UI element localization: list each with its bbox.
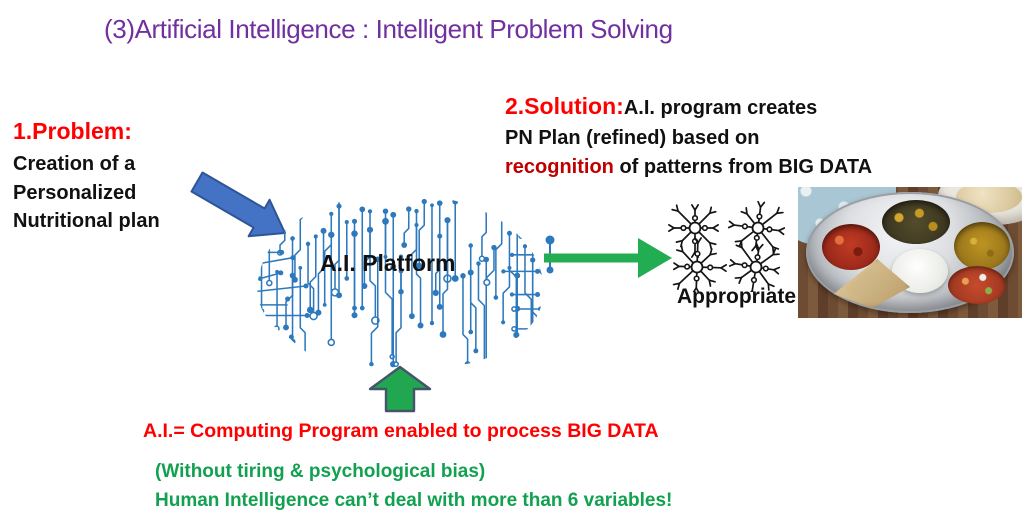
solution-heading: 2.Solution: (505, 93, 624, 119)
recognition-word: recognition (505, 156, 614, 178)
ai-definition-text: A.I.= Computing Program enabled to proce… (143, 420, 659, 442)
blue-arrow-icon (190, 171, 286, 238)
solution-line: recognition of patterns from BIG DATA (505, 156, 873, 178)
problem-block: 1.Problem: Creation of a Personalized Nu… (13, 118, 160, 236)
steel-thali-plate (806, 192, 1014, 313)
curry-compartment (822, 224, 880, 270)
solution-line: 2.Solution:A.I. program creates (505, 93, 818, 119)
problem-line: Personalized (13, 181, 137, 204)
problem-line: Nutritional plan (13, 210, 160, 232)
solution-block: 2.Solution:A.I. program creates PN Plan … (505, 92, 872, 183)
vegetable-compartment (882, 200, 950, 244)
solution-line: PN Plan (refined) based on (505, 127, 760, 149)
appropriate-label: Appropriate (677, 285, 797, 308)
thali-photo (798, 187, 1022, 318)
green-arrow-up-icon (368, 365, 432, 413)
notes-block: (Without tiring & psychological bias) Hu… (155, 457, 672, 515)
dal-compartment (954, 222, 1010, 270)
green-arrow-right-icon (544, 235, 672, 278)
problem-line: Creation of a (13, 153, 136, 175)
note-line: Human Intelligence can’t deal with more … (155, 490, 673, 511)
circuit-brain-icon (257, 195, 544, 368)
note-line: (Without tiring & psychological bias) (155, 461, 486, 482)
neural-network-icon (668, 200, 786, 292)
slide-title: (3)Artificial Intelligence : Intelligent… (104, 14, 673, 44)
ai-platform-label: A.I. Platform (320, 250, 456, 276)
salad-portion (948, 266, 1006, 304)
problem-heading: 1.Problem: (13, 118, 132, 144)
